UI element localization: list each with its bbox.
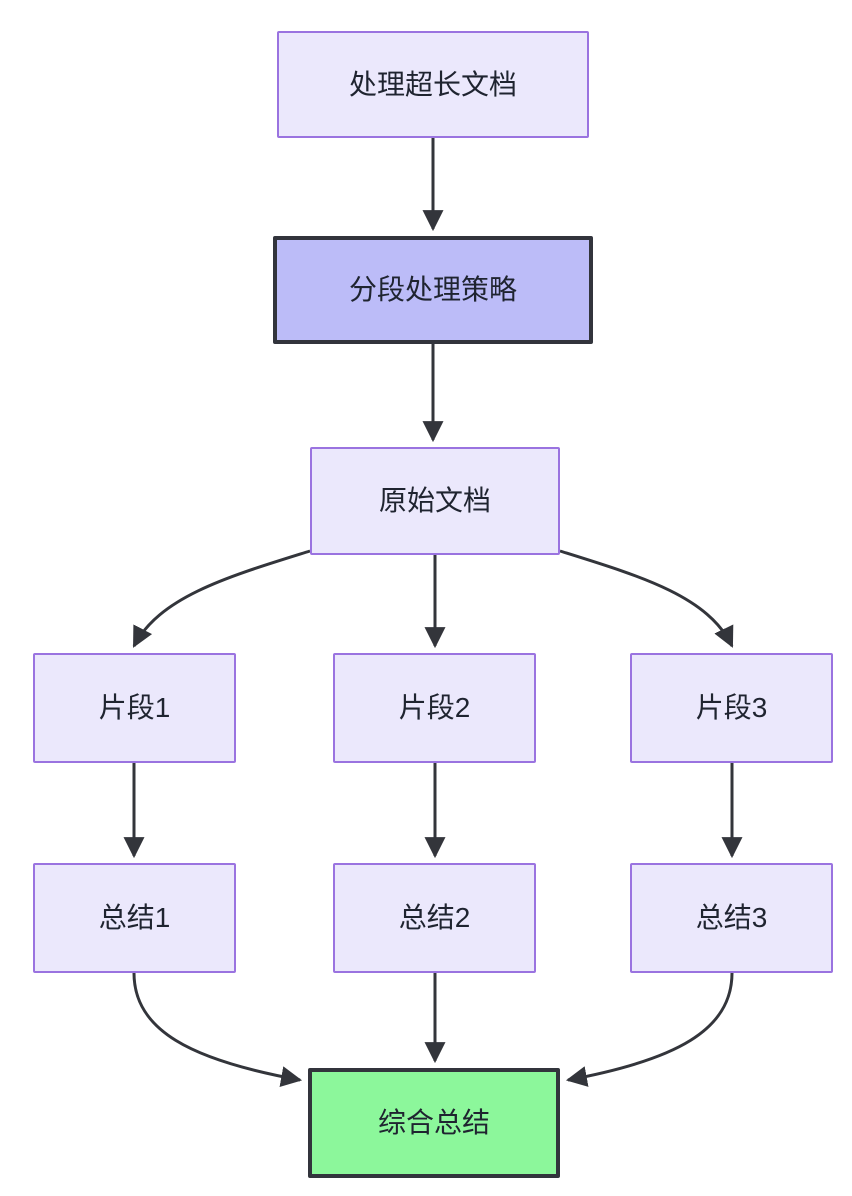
node-label: 总结2: [398, 902, 471, 934]
node-chunking-strategy[interactable]: 分段处理策略: [273, 236, 593, 344]
node-process-long-document[interactable]: 处理超长文档: [277, 31, 589, 138]
node-label: 片段3: [695, 692, 768, 724]
node-chunk-3[interactable]: 片段3: [630, 653, 833, 763]
node-label: 分段处理策略: [348, 274, 517, 306]
node-chunk-1[interactable]: 片段1: [33, 653, 236, 763]
node-label: 处理超长文档: [348, 68, 517, 100]
node-label: 原始文档: [378, 485, 491, 517]
node-label: 总结3: [695, 902, 768, 934]
node-summary-3[interactable]: 总结3: [630, 863, 833, 973]
node-summary-1[interactable]: 总结1: [33, 863, 236, 973]
node-source-document[interactable]: 原始文档: [310, 447, 560, 555]
node-label: 片段2: [398, 692, 471, 724]
node-label: 总结1: [98, 902, 171, 934]
node-label: 片段1: [98, 692, 171, 724]
node-label: 综合总结: [377, 1107, 490, 1139]
edge-source-to-chunk3: [559, 549, 734, 648]
node-summary-2[interactable]: 总结2: [333, 863, 536, 973]
node-chunk-2[interactable]: 片段2: [333, 653, 536, 763]
edge-summary1-to-final: [132, 972, 303, 1087]
edge-summary3-to-final: [565, 972, 734, 1087]
node-final-summary[interactable]: 综合总结: [308, 1068, 560, 1178]
edge-source-to-chunk1: [132, 549, 311, 648]
